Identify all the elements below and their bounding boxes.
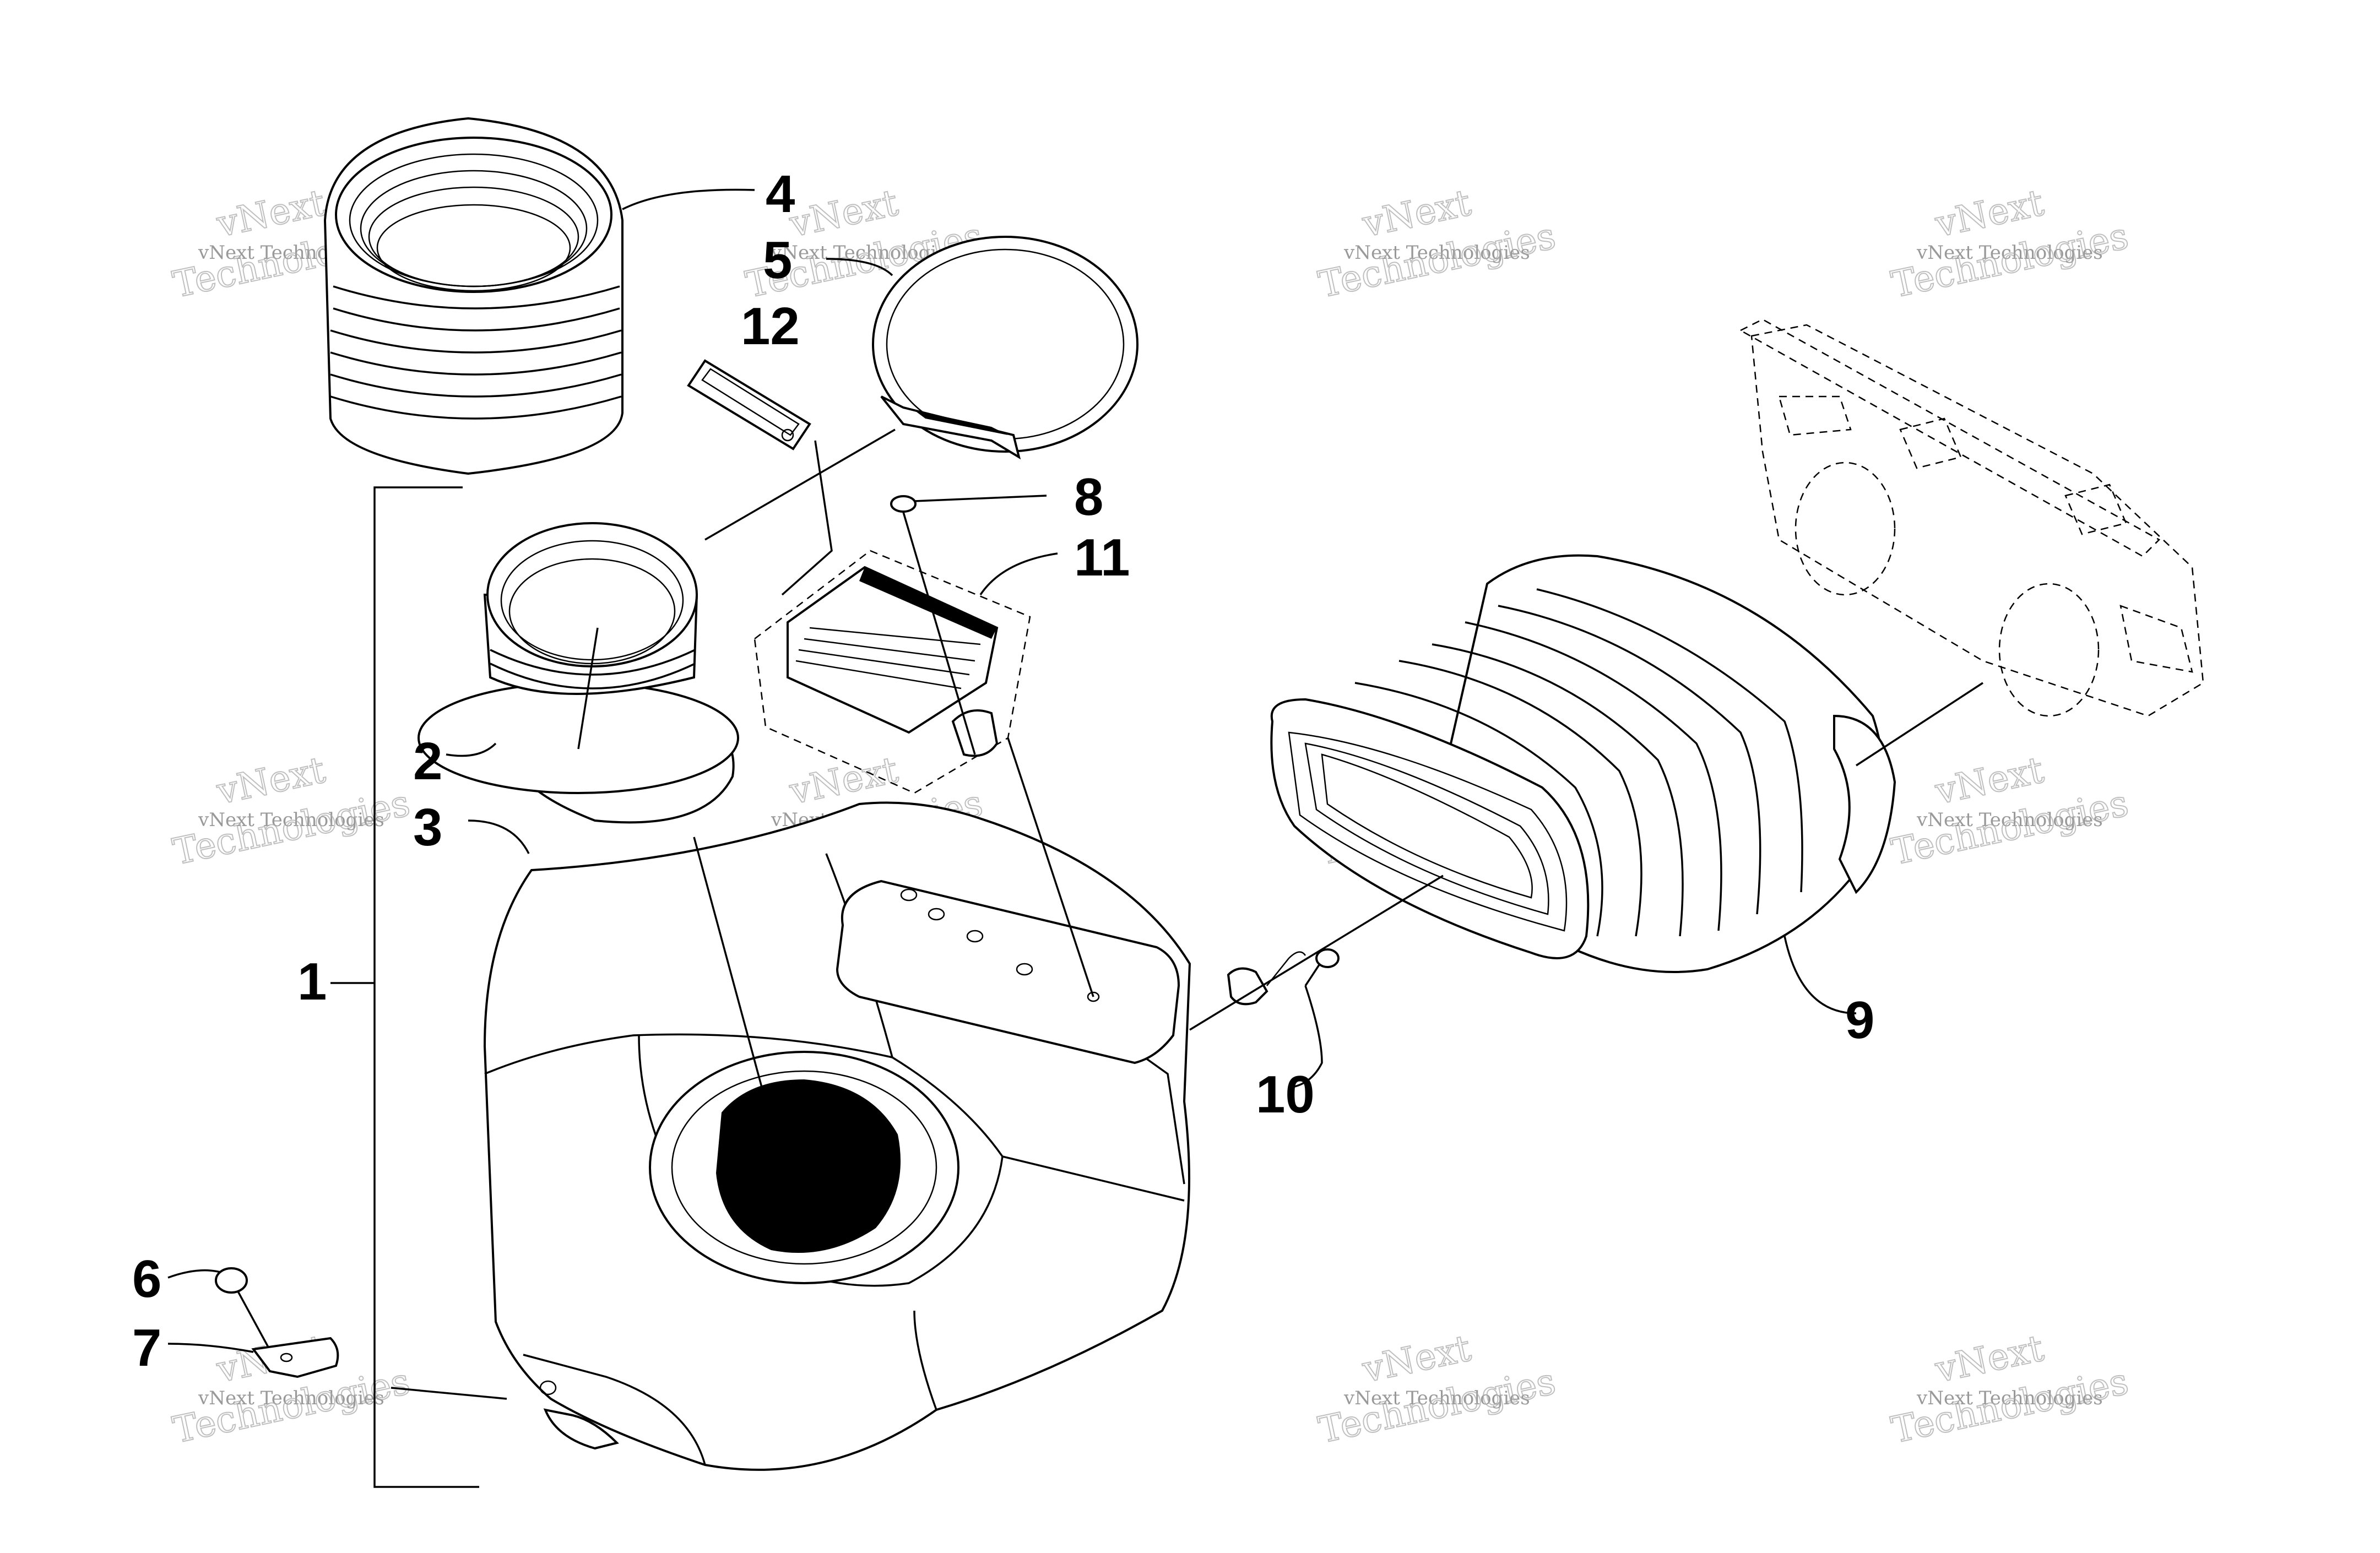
watermark-text: vNext Technologies bbox=[1343, 242, 1530, 264]
callout-8: 8 bbox=[1074, 468, 1103, 526]
part-9-air-duct bbox=[1270, 554, 1896, 973]
callout-6: 6 bbox=[132, 1250, 161, 1308]
part-4-intake-boot bbox=[323, 117, 624, 475]
watermark-text: vNext Technologies bbox=[1343, 1387, 1530, 1409]
part-7-clip bbox=[251, 1337, 339, 1378]
watermark-text: vNext Technologies bbox=[198, 1387, 384, 1409]
callout-11: 11 bbox=[1074, 528, 1130, 587]
part-11-decal bbox=[753, 550, 1031, 794]
callout-2: 2 bbox=[413, 732, 442, 791]
leader-lines bbox=[167, 188, 1983, 1488]
callout-3: 3 bbox=[413, 798, 442, 857]
part-8-screw bbox=[890, 495, 999, 757]
watermark-text: vNext Technologies bbox=[1916, 1387, 2103, 1409]
part-12-strap bbox=[687, 359, 811, 450]
part-3-airbox-housing bbox=[483, 801, 1191, 1471]
callout-1: 1 bbox=[297, 952, 327, 1011]
callout-12: 12 bbox=[741, 297, 800, 356]
callout-5: 5 bbox=[763, 231, 792, 290]
callout-7: 7 bbox=[132, 1318, 161, 1377]
watermark-text: vNext Technologies bbox=[1916, 242, 2103, 264]
watermark-text: vNext Technologies bbox=[1916, 809, 2103, 831]
callout-4: 4 bbox=[766, 165, 795, 224]
part-2-intake-adapter bbox=[418, 522, 739, 824]
callout-9: 9 bbox=[1845, 991, 1874, 1050]
part-10-clamp-screw bbox=[1227, 948, 1340, 1006]
part-5-hose-clamp bbox=[872, 236, 1139, 460]
callout-10: 10 bbox=[1256, 1065, 1315, 1124]
throttle-body-reference bbox=[1739, 318, 2204, 717]
callouts: 4 5 12 8 11 2 3 1 9 10 6 7 bbox=[132, 165, 1874, 1377]
watermark-text: vNext Technologies bbox=[198, 809, 384, 831]
